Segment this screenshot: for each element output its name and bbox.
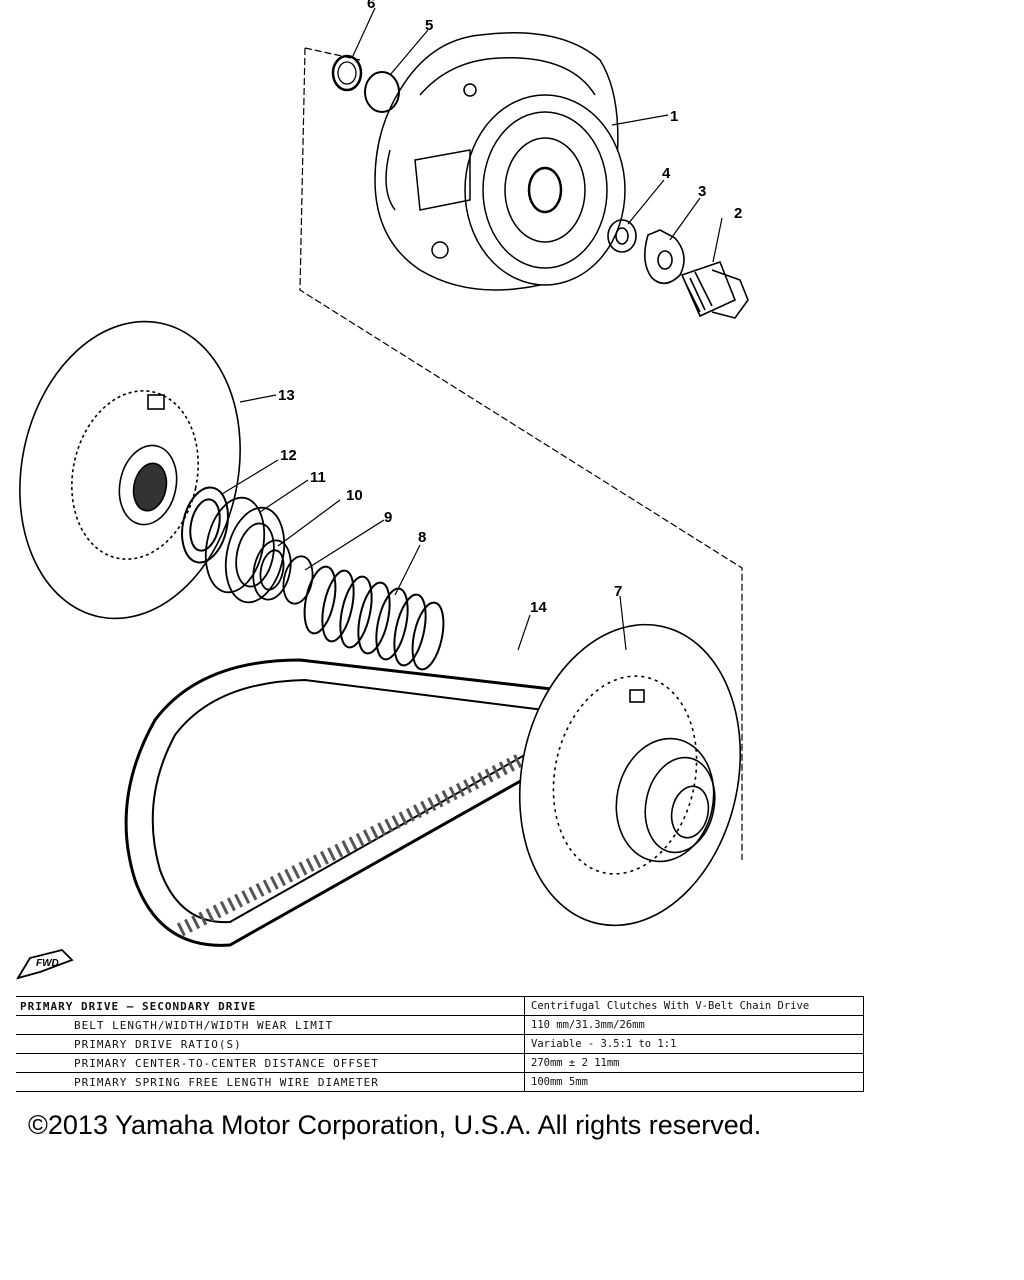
callout-9: 9 [384,509,392,526]
spec-value: Centrifugal Clutches With V-Belt Chain D… [524,996,864,1016]
spec-label: PRIMARY DRIVE – SECONDARY DRIVE [16,996,525,1016]
spec-row: PRIMARY SPRING FREE LENGTH WIRE DIAMETER… [16,1072,864,1092]
callout-10: 10 [346,487,363,504]
callout-7: 7 [614,583,622,600]
spec-label: PRIMARY SPRING FREE LENGTH WIRE DIAMETER [16,1072,525,1092]
snap-ring-6 [331,54,363,92]
bearing-12 [181,486,229,564]
callout-6: 6 [367,0,375,12]
assembly-boundary-lines [299,47,743,860]
spec-value: 270mm ± 2 11mm [524,1053,864,1073]
callout-4: 4 [662,165,671,182]
hex-bolt-2 [680,260,749,319]
spec-row: BELT LENGTH/WIDTH/WIDTH WEAR LIMIT 110 m… [16,1015,864,1035]
callout-3: 3 [698,183,706,200]
spec-label: BELT LENGTH/WIDTH/WIDTH WEAR LIMIT [16,1015,525,1035]
callout-8: 8 [418,529,426,546]
circlip-5 [364,71,400,113]
v-belt-14 [124,658,561,947]
callout-2: 2 [734,205,742,222]
callout-12: 12 [280,447,297,464]
spec-label: PRIMARY CENTER-TO-CENTER DISTANCE OFFSET [16,1053,525,1073]
callout-1: 1 [670,108,678,125]
callout-13: 13 [278,387,295,404]
spec-value: Variable - 3.5:1 to 1:1 [524,1034,864,1054]
callout-5: 5 [425,17,433,34]
primary-spring-8 [303,565,445,671]
spec-value: 110 mm/31.3mm/26mm [524,1015,864,1035]
callout-11: 11 [310,469,326,486]
secondary-fixed-sheave-13 [19,320,241,620]
spec-value: 100mm 5mm [524,1072,864,1092]
fwd-arrow-icon: FWD [16,949,74,980]
spring-seat-10 [252,539,292,601]
leader-lines [221,7,723,651]
exploded-parts-diagram: 6 5 1 4 3 2 13 12 11 10 9 8 14 7 FWD [16,0,749,980]
lock-washer-3 [644,229,685,285]
fwd-label: FWD [36,958,59,969]
primary-drive-spec-table: PRIMARY DRIVE – SECONDARY DRIVE Centrifu… [16,996,864,1092]
spec-row: PRIMARY DRIVE – SECONDARY DRIVE Centrifu… [16,996,864,1016]
primary-clutch-housing [374,32,626,291]
spec-row: PRIMARY DRIVE RATIO(S) Variable - 3.5:1 … [16,1034,864,1054]
copyright-notice: ©2013 Yamaha Motor Corporation, U.S.A. A… [28,1110,762,1140]
washer-4 [607,219,637,253]
spec-row: PRIMARY CENTER-TO-CENTER DISTANCE OFFSET… [16,1053,864,1073]
spec-label: PRIMARY DRIVE RATIO(S) [16,1034,525,1054]
sliding-sheave-collar-11 [204,496,286,604]
secondary-sheave-7 [518,623,742,927]
callout-14: 14 [530,599,547,616]
